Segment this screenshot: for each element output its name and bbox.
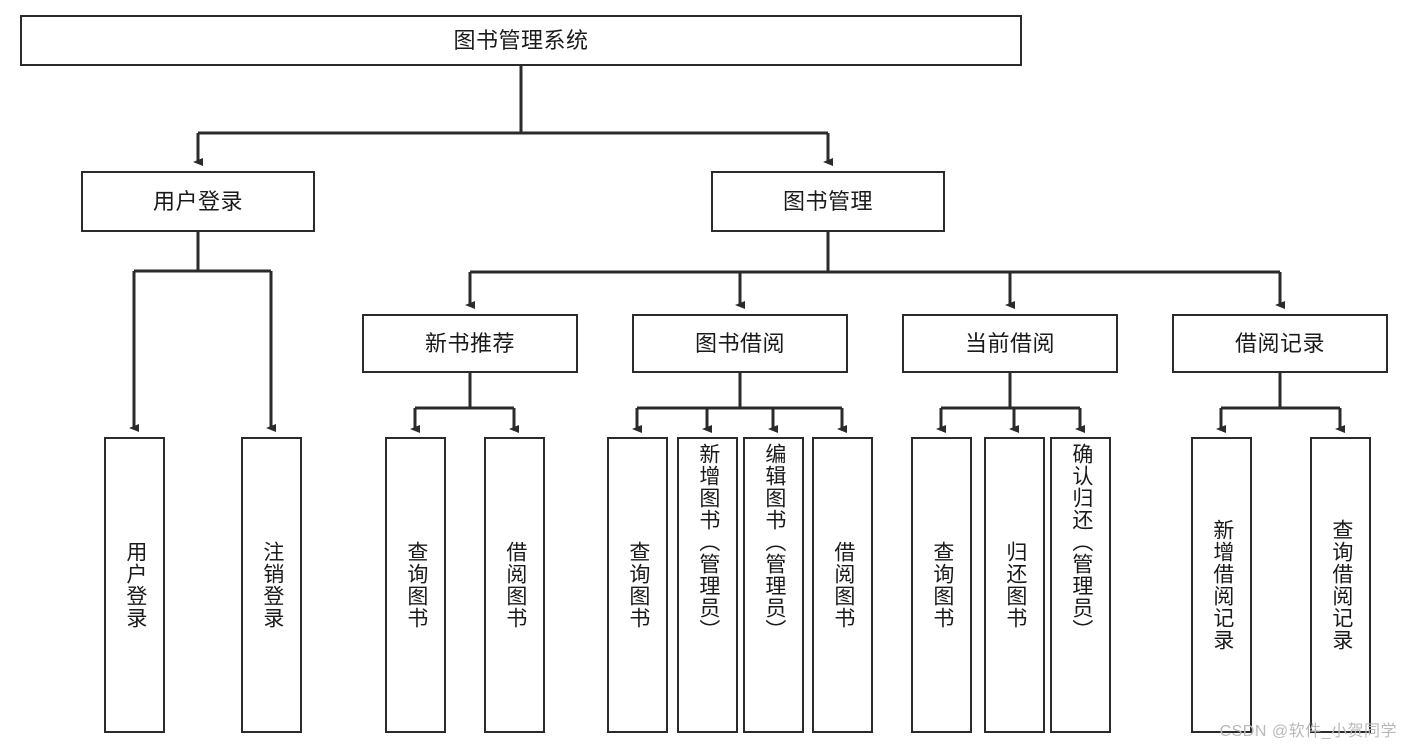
node-borrow-record-label: 借阅记录 <box>1234 330 1325 356</box>
node-user-login-label: 用户登录 <box>152 188 243 214</box>
node-new-book-rec[interactable]: 新书推荐 <box>362 314 578 373</box>
node-root[interactable]: 图书管理系统 <box>20 15 1022 66</box>
node-leaf-cur-query[interactable]: 查询图书 <box>911 437 972 733</box>
node-leaf-rec-add-label: 新增借阅记录 <box>1210 519 1234 651</box>
node-leaf-borrow-edit[interactable]: 编辑图书（管理员） <box>743 437 804 733</box>
node-current-borrow-label: 当前借阅 <box>964 330 1055 356</box>
node-book-borrow[interactable]: 图书借阅 <box>632 314 848 373</box>
node-leaf-rec-search-label: 查询借阅记录 <box>1329 519 1353 651</box>
node-current-borrow[interactable]: 当前借阅 <box>902 314 1118 373</box>
node-book-manage-label: 图书管理 <box>782 188 873 214</box>
node-leaf-user-logout[interactable]: 注销登录 <box>241 437 302 733</box>
node-leaf-user-login[interactable]: 用户登录 <box>104 437 165 733</box>
node-leaf-borrow-add-label: 新增图书（管理员） <box>696 443 720 641</box>
node-leaf-rec-query[interactable]: 查询图书 <box>385 437 446 733</box>
node-leaf-cur-confirm[interactable]: 确认归还（管理员） <box>1050 437 1111 733</box>
node-book-borrow-label: 图书借阅 <box>694 330 785 356</box>
node-leaf-rec-borrow[interactable]: 借阅图书 <box>484 437 545 733</box>
node-new-book-rec-label: 新书推荐 <box>424 330 515 356</box>
node-leaf-rec-search[interactable]: 查询借阅记录 <box>1310 437 1371 733</box>
node-leaf-rec-borrow-label: 借阅图书 <box>503 541 527 629</box>
node-leaf-rec-query-label: 查询图书 <box>404 541 428 629</box>
node-leaf-borrow-do[interactable]: 借阅图书 <box>812 437 873 733</box>
node-leaf-cur-confirm-label: 确认归还（管理员） <box>1069 443 1093 641</box>
node-leaf-user-logout-label: 注销登录 <box>260 541 284 629</box>
node-borrow-record[interactable]: 借阅记录 <box>1172 314 1388 373</box>
node-leaf-rec-add[interactable]: 新增借阅记录 <box>1191 437 1252 733</box>
node-user-login[interactable]: 用户登录 <box>81 171 315 232</box>
node-leaf-user-login-label: 用户登录 <box>123 541 147 629</box>
node-root-label: 图书管理系统 <box>453 27 589 53</box>
node-leaf-cur-query-label: 查询图书 <box>930 541 954 629</box>
node-leaf-cur-return-label: 归还图书 <box>1003 541 1027 629</box>
node-leaf-borrow-query-label: 查询图书 <box>626 541 650 629</box>
node-book-manage[interactable]: 图书管理 <box>711 171 945 232</box>
node-leaf-cur-return[interactable]: 归还图书 <box>984 437 1045 733</box>
node-leaf-borrow-query[interactable]: 查询图书 <box>607 437 668 733</box>
node-leaf-borrow-do-label: 借阅图书 <box>831 541 855 629</box>
node-leaf-borrow-edit-label: 编辑图书（管理员） <box>762 443 786 641</box>
node-leaf-borrow-add[interactable]: 新增图书（管理员） <box>677 437 738 733</box>
csdn-watermark: CSDN @软件_小贺同学 <box>1219 723 1397 740</box>
